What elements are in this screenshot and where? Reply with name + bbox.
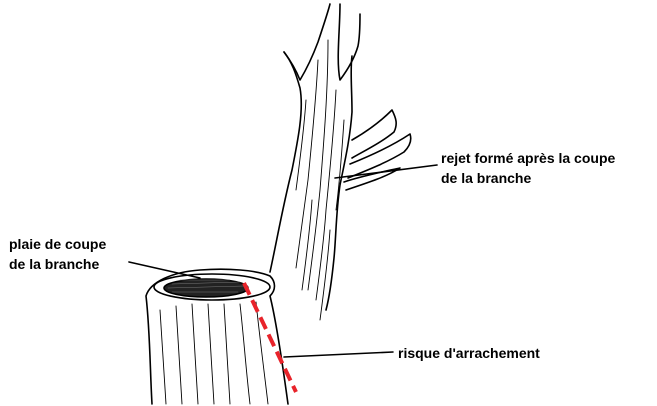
sprout-grain xyxy=(296,40,344,320)
label-plaie: plaie de coupe de la branche xyxy=(9,234,106,274)
side-branch-lower xyxy=(348,134,411,178)
label-rejet-line2: de la branche xyxy=(441,168,615,188)
leader-line-risque xyxy=(284,352,393,357)
label-rejet-line1: rejet formé après la coupe xyxy=(441,148,615,168)
stump-grain xyxy=(160,302,268,404)
label-rejet: rejet formé après la coupe de la branche xyxy=(441,148,615,188)
label-plaie-line1: plaie de coupe xyxy=(9,234,106,254)
sprout-outline-left xyxy=(270,52,301,272)
leader-line-plaie xyxy=(129,262,200,278)
label-plaie-line2: de la branche xyxy=(9,254,106,274)
sprout-outline-right xyxy=(338,4,360,80)
tree-drawing xyxy=(129,4,437,404)
label-risque: risque d'arrachement xyxy=(398,343,540,363)
side-branch-upper xyxy=(352,110,396,158)
sprout-twig-left xyxy=(284,4,330,80)
